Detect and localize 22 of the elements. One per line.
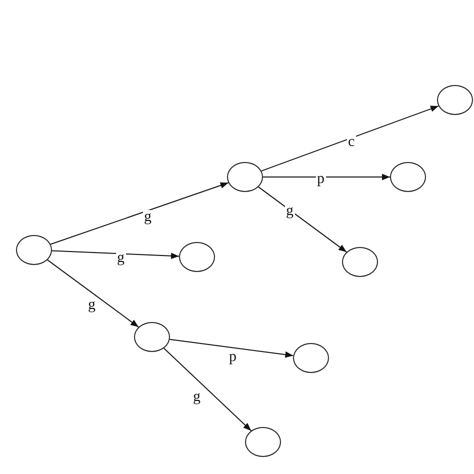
state-circle — [16, 235, 52, 265]
edge-label: g — [285, 204, 294, 219]
arrow — [260, 106, 440, 172]
state-circle — [293, 343, 329, 373]
arrow — [51, 250, 180, 260]
arrow — [163, 348, 252, 432]
state-circle — [342, 247, 378, 277]
arrow — [262, 174, 390, 180]
arrow — [258, 186, 348, 253]
state-circle — [390, 162, 426, 192]
state-circle — [245, 427, 281, 457]
arrow — [46, 259, 140, 328]
state-circle — [227, 162, 263, 192]
edge-label: g — [116, 251, 126, 266]
edge-label: g — [143, 210, 152, 225]
arrow — [169, 338, 294, 358]
state-circle — [179, 242, 215, 272]
edge-label: g — [87, 298, 96, 313]
arrow — [50, 182, 229, 245]
state-circle — [437, 85, 473, 115]
edge-label: g — [192, 390, 202, 405]
state-circle — [134, 322, 170, 352]
